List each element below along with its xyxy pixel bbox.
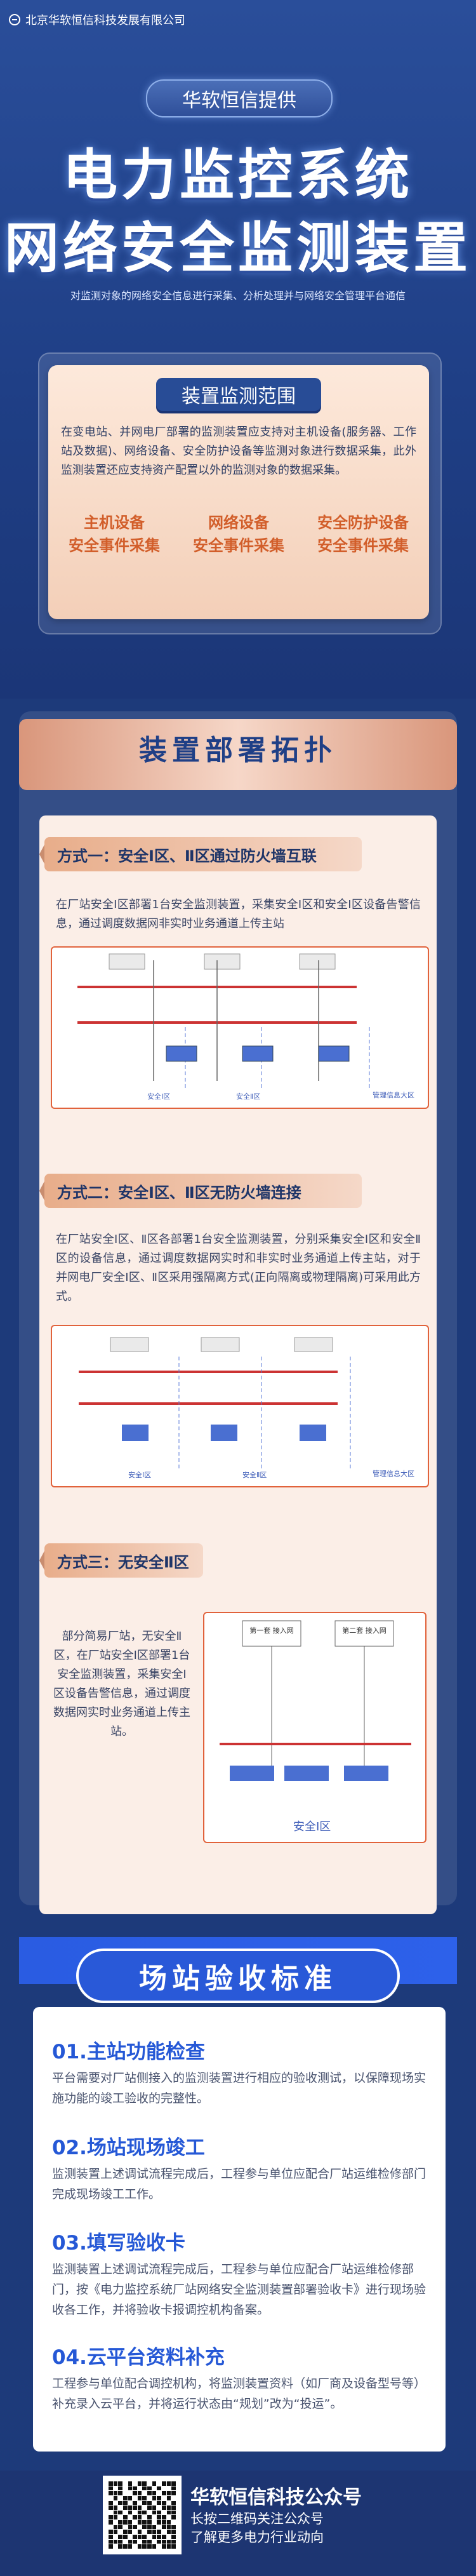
- deployment-title: 装置部署拓扑: [139, 734, 337, 767]
- method-3-node-2: 第二套 接入网: [342, 1626, 387, 1635]
- method-2-zone-2: 安全Ⅱ区: [242, 1470, 267, 1479]
- acceptance-title: 场站验收标准: [76, 1949, 400, 2003]
- method-2-zone-3: 管理信息大区: [373, 1469, 414, 1478]
- method-1-label: 方式一：安全Ⅰ区、Ⅱ区通过防火墙互联: [57, 847, 317, 865]
- footer-tip-2: 了解更多电力行业动向: [190, 2530, 324, 2545]
- method-3-description: 部分简易厂站，无安全Ⅱ区，在厂站安全Ⅰ区部署1台安全监测装置，采集安全Ⅰ区设备告…: [53, 1630, 190, 1738]
- scope-title: 装置监测范围: [156, 378, 321, 411]
- provider-pill: 华软恒信提供: [146, 79, 333, 117]
- method-3-zone-1: 安全Ⅰ区: [293, 1820, 331, 1834]
- company-header: 北京华软恒信科技发展有限公司: [9, 11, 185, 28]
- check-item-2-title: 02.场站现场竣工: [52, 2137, 205, 2159]
- hero-title-line1: 电力监控系统: [63, 144, 413, 207]
- event-network: 网络设备 安全事件采集: [185, 511, 292, 557]
- method-2-diagram: 安全Ⅰ区 安全Ⅱ区 管理信息大区: [51, 1325, 429, 1487]
- method-3-diagram: 第一套 接入网 第二套 接入网 安全Ⅰ区: [203, 1612, 426, 1843]
- acceptance-card: [33, 2007, 446, 2452]
- check-item-4-title: 04.云平台资料补充: [52, 2346, 225, 2369]
- hero-subtitle: 对监测对象的网络安全信息进行采集、分析处理并与网络安全管理平台通信: [70, 290, 406, 302]
- deployment-header-bg: [19, 719, 457, 790]
- method-3-label: 方式三：无安全Ⅱ区: [57, 1553, 189, 1571]
- check-item-1-text: 平台需要对厂站侧接入的监测装置进行相应的验收测试，以保障现场实施功能的竣工验收的…: [52, 2071, 426, 2105]
- method-2-description: 在厂站安全Ⅰ区、Ⅱ区各部署1台安全监测装置，分别采集安全Ⅰ区和安全Ⅱ区的设备信息…: [56, 1233, 421, 1303]
- check-item-1-title: 01.主站功能检查: [52, 2041, 205, 2063]
- check-item-4-text: 工程参与单位配合调控机构，将监测装置资料（如厂商及设备型号等）补充录入云平台，并…: [52, 2377, 426, 2411]
- method-2-zone-1: 安全Ⅰ区: [128, 1470, 151, 1479]
- method-1-topology-svg: 安全Ⅰ区 安全Ⅱ区 管理信息大区: [77, 953, 414, 1101]
- check-item-2-text: 监测装置上述调试流程完成后，工程参与单位应配合厂站运维检修部门完成现场竣工工作。: [52, 2167, 426, 2201]
- method-1-zone-1: 安全Ⅰ区: [147, 1092, 170, 1101]
- method-1-zone-2: 安全Ⅱ区: [236, 1092, 260, 1101]
- method-1-description: 在厂站安全Ⅰ区部署1台安全监测装置，采集安全Ⅰ区和安全Ⅰ区设备告警信息，通过调度…: [56, 898, 421, 930]
- event-security: 安全防护设备 安全事件采集: [310, 511, 416, 557]
- check-item-3-text: 监测装置上述调试流程完成后，工程参与单位应配合厂站运维检修部门，按《电力监控系统…: [52, 2262, 426, 2317]
- method-2-tab: 方式二：安全Ⅰ区、Ⅱ区无防火墙连接: [39, 1174, 362, 1208]
- method-2-label: 方式二：安全Ⅰ区、Ⅱ区无防火墙连接: [57, 1183, 301, 1202]
- method-3-node-1: 第一套 接入网: [249, 1626, 294, 1635]
- event-network-line2: 安全事件采集: [193, 537, 284, 554]
- company-name: 北京华软恒信科技发展有限公司: [25, 14, 185, 27]
- footer-account-name: 华软恒信科技公众号: [190, 2486, 362, 2509]
- hero-title-line2: 网络安全监测装置: [4, 217, 472, 280]
- company-logo-icon: [9, 14, 20, 25]
- footer: [0, 2471, 476, 2576]
- event-host-line1: 主机设备: [84, 514, 145, 532]
- method-1-zone-3: 管理信息大区: [373, 1090, 414, 1099]
- event-security-line1: 安全防护设备: [317, 514, 409, 532]
- method-3-topology-svg: 第一套 接入网 第二套 接入网 安全Ⅰ区: [220, 1620, 411, 1834]
- event-host-line2: 安全事件采集: [69, 537, 160, 554]
- method-1-tab: 方式一：安全Ⅰ区、Ⅱ区通过防火墙互联: [39, 837, 362, 871]
- event-security-line2: 安全事件采集: [317, 537, 409, 554]
- event-collection-list: 主机设备 安全事件采集 网络设备 安全事件采集 安全防护设备 安全事件采集: [61, 511, 416, 557]
- qr-pattern: [109, 2481, 176, 2549]
- event-host: 主机设备 安全事件采集: [61, 511, 168, 557]
- qr-code[interactable]: [103, 2476, 182, 2554]
- method-2-topology-svg: 安全Ⅰ区 安全Ⅱ区 管理信息大区: [79, 1337, 414, 1479]
- method-1-diagram: 安全Ⅰ区 安全Ⅱ区 管理信息大区: [51, 946, 429, 1109]
- footer-tip-1: 长按二维码关注公众号: [190, 2511, 324, 2526]
- scope-description: 在变电站、并网电厂部署的监测装置应支持对主机设备(服务器、工作站及数据)、网络设…: [61, 426, 416, 477]
- check-item-3-title: 03.填写验收卡: [52, 2232, 185, 2255]
- event-network-line1: 网络设备: [208, 514, 269, 532]
- method-3-tab: 方式三：无安全Ⅱ区: [39, 1543, 203, 1578]
